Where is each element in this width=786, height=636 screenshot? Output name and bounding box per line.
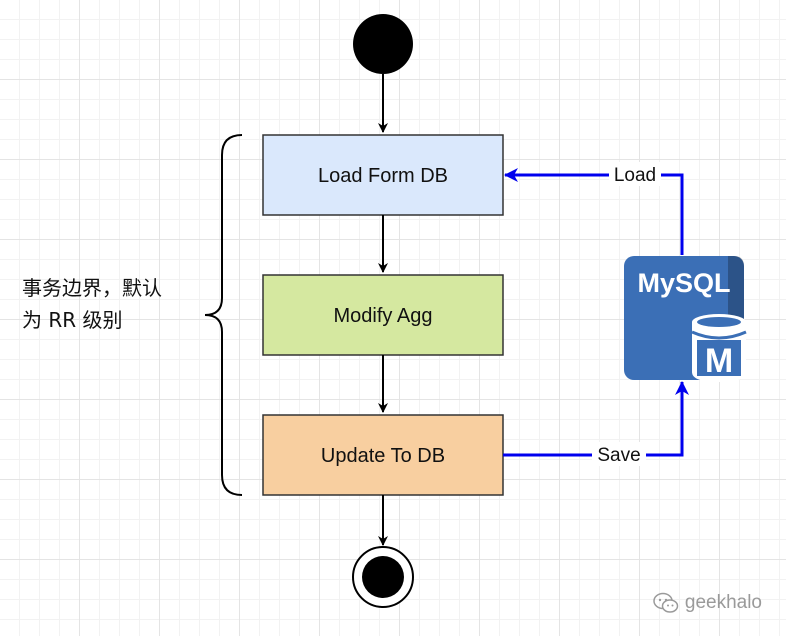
node-load-form-db: Load Form DB xyxy=(262,134,504,216)
transaction-brace xyxy=(204,134,243,496)
end-node xyxy=(352,546,414,608)
transaction-note: 事务边界，默认 为 RR 级别 xyxy=(22,272,202,336)
node-modify-agg: Modify Agg xyxy=(262,274,504,356)
mysql-database-icon: MySQL M xyxy=(624,256,747,382)
database-cylinder-icon: M xyxy=(691,314,747,382)
start-node xyxy=(353,14,413,74)
edge-load: Load xyxy=(504,162,684,255)
mysql-badge-letter: M xyxy=(705,342,733,380)
node-update-label: Update To DB xyxy=(321,445,445,467)
edge-save: Save xyxy=(503,381,689,466)
watermark-text: geekhalo xyxy=(684,592,762,613)
node-load-label: Load Form DB xyxy=(318,165,448,187)
mysql-title: MySQL xyxy=(637,268,730,298)
transaction-note-line2: 为 RR 级别 xyxy=(22,308,123,332)
edge-load-label: Load xyxy=(614,165,656,186)
node-modify-label: Modify Agg xyxy=(334,305,433,327)
wechat-icon xyxy=(653,592,679,613)
node-update-to-db: Update To DB xyxy=(262,414,504,496)
edge-save-label: Save xyxy=(597,445,640,466)
watermark: geekhalo xyxy=(653,592,762,614)
transaction-note-line1: 事务边界，默认 xyxy=(22,276,162,300)
